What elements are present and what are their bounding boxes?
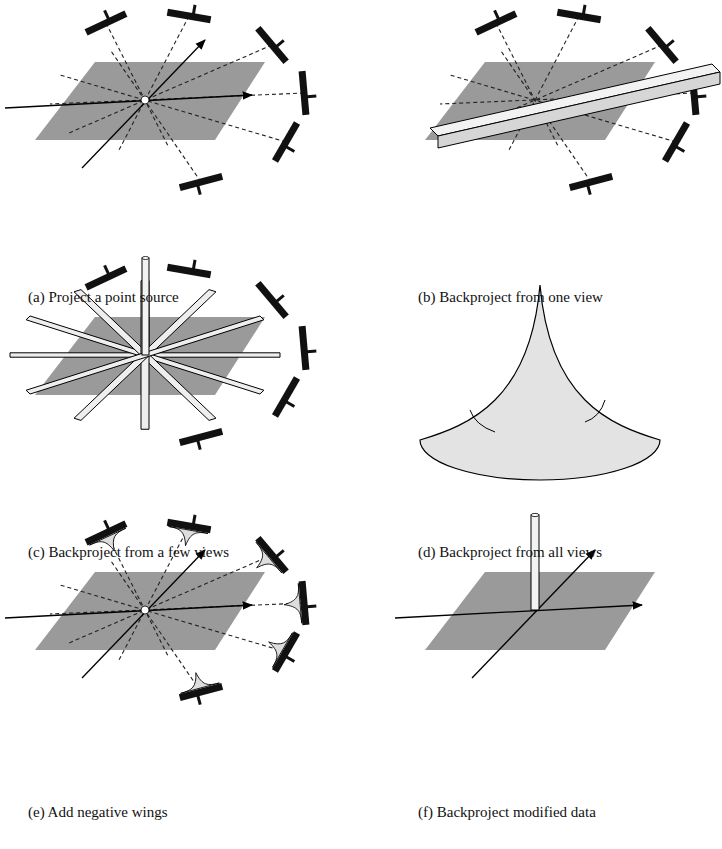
panel-f-figure: [395, 513, 655, 678]
panel-caption: (d) Backproject from all views: [418, 543, 602, 561]
panel-a-figure: [5, 0, 318, 199]
panel-c-figure: [10, 255, 318, 454]
panel-caption: (e) Add negative wings: [28, 803, 168, 821]
panel-e-figure: [5, 510, 318, 709]
panel-b-figure: [425, 0, 720, 199]
panel-d-figure: [420, 285, 660, 480]
panel-caption: (b) Backproject from one view: [418, 288, 603, 306]
panel-caption: (a) Project a point source: [28, 288, 179, 306]
panel-caption: (f) Backproject modified data: [418, 803, 596, 821]
panel-caption: (c) Backproject from a few views: [28, 543, 229, 561]
